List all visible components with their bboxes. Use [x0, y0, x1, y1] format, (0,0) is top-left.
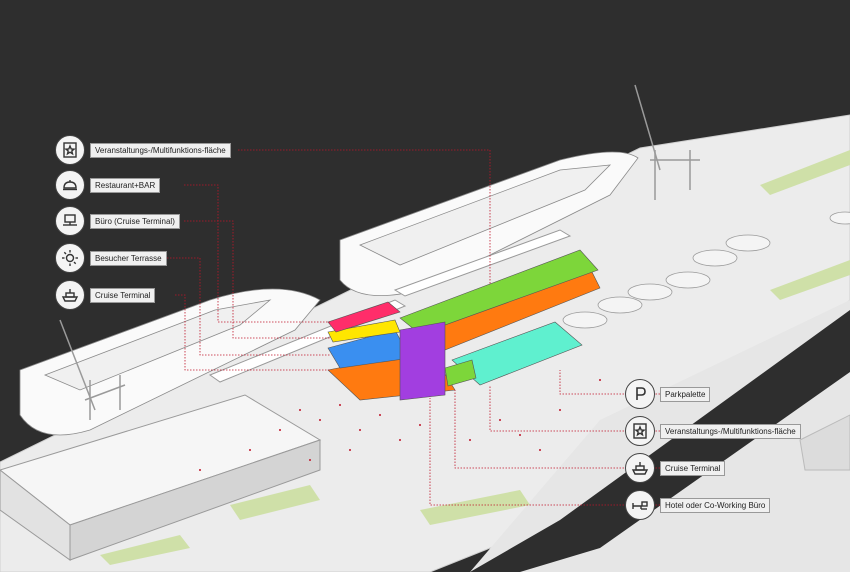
cruise-ship-left — [19, 288, 321, 436]
star-frame-icon — [625, 416, 655, 446]
ship-icon — [625, 453, 655, 483]
cruise-ship-right — [339, 151, 639, 296]
legend-hotel-label: Hotel oder Co-Working Büro — [660, 497, 771, 513]
legend-cruise-right-label: Cruise Terminal — [660, 460, 726, 476]
volume-hotel — [399, 321, 446, 401]
legend-terrace-label: Besucher Terrasse — [90, 250, 167, 266]
star-frame-icon — [55, 135, 85, 165]
crane-left — [59, 319, 126, 420]
legend-hotel: Hotel oder Co-Working Büro — [625, 490, 771, 520]
legend-office-label: Büro (Cruise Terminal) — [90, 213, 180, 229]
legend-parking-label: Parkpalette — [660, 386, 711, 402]
desk-icon — [55, 206, 85, 236]
legend-cruise-label: Cruise Terminal — [90, 287, 156, 303]
small-island — [799, 414, 850, 471]
legend-restaurant-label: Restaurant+BAR — [90, 177, 161, 193]
warehouse-side — [69, 439, 321, 561]
legend-event-label: Veranstaltungs-/Multifunktions-fläche — [90, 142, 231, 158]
ship-icon — [55, 280, 85, 310]
cloche-icon — [55, 170, 85, 200]
parking-icon — [625, 379, 655, 409]
legend-terrace: Besucher Terrasse — [55, 243, 167, 273]
legend-cruise-right: Cruise Terminal — [625, 453, 726, 483]
legend-parking: Parkpalette — [625, 379, 711, 409]
bed-desk-icon — [625, 490, 655, 520]
walkway-right — [393, 229, 572, 297]
legend-restaurant: Restaurant+BAR — [55, 170, 161, 200]
people-dots — [199, 379, 601, 471]
legend-cruise: Cruise Terminal — [55, 280, 156, 310]
terminal-volumes — [327, 249, 601, 401]
leader-lines — [164, 149, 660, 506]
legend-event: Veranstaltungs-/Multifunktions-fläche — [55, 135, 231, 165]
volume-event-lower — [444, 359, 477, 387]
storage-tanks — [562, 211, 850, 329]
green-areas — [100, 150, 850, 565]
crane-right — [634, 84, 700, 200]
sun-icon — [55, 243, 85, 273]
legend-event-right-label: Veranstaltungs-/Multifunktions-fläche — [660, 423, 801, 439]
volume-event — [327, 301, 401, 333]
legend-event-right: Veranstaltungs-/Multifunktions-fläche — [625, 416, 801, 446]
legend-office: Büro (Cruise Terminal) — [55, 206, 180, 236]
